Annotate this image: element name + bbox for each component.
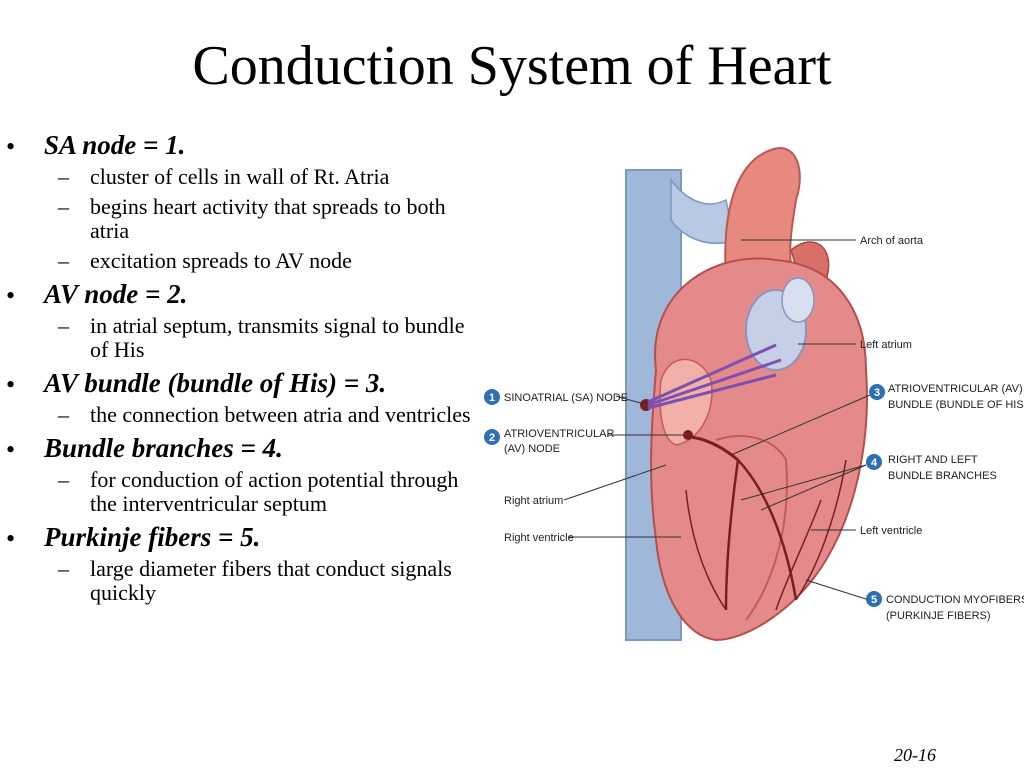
sub-list: –cluster of cells in wall of Rt. Atria –… bbox=[44, 165, 476, 273]
heart-diagram: 1 2 3 4 5 Arch of aorta Left atrium SINO… bbox=[476, 140, 1024, 660]
sub-item: –begins heart activity that spreads to b… bbox=[58, 194, 446, 243]
bullet-list: • SA node = 1. –cluster of cells in wall… bbox=[6, 130, 476, 611]
septum bbox=[715, 435, 788, 621]
bullet-dot: • bbox=[6, 370, 16, 399]
sub-text: begins heart activity that spreads to bo… bbox=[90, 194, 446, 243]
leader-branches-a bbox=[740, 464, 867, 501]
bullet-dot: • bbox=[6, 281, 16, 310]
heart-illustration: 1 2 3 4 5 Arch of aorta Left atrium SINO… bbox=[484, 147, 1024, 642]
purkinje-fibers bbox=[685, 459, 847, 611]
sub-item: –in atrial septum, transmits signal to b… bbox=[58, 313, 465, 362]
sub-item: –cluster of cells in wall of Rt. Atria bbox=[58, 164, 390, 189]
leader-av-bundle bbox=[730, 394, 871, 456]
bullet-dot: • bbox=[6, 435, 16, 464]
label-av-bundle-1: ATRIOVENTRICULAR (AV) bbox=[888, 383, 1023, 395]
bullet-item: • Purkinje fibers = 5. –large diameter f… bbox=[6, 522, 476, 605]
bullet-heading: AV bundle (bundle of His) = 3. bbox=[44, 368, 387, 398]
bullet-heading: Purkinje fibers = 5. bbox=[44, 522, 261, 552]
badge-1-number: 1 bbox=[489, 392, 495, 404]
sub-text: excitation spreads to AV node bbox=[90, 248, 352, 273]
sub-text: for conduction of action potential throu… bbox=[90, 467, 459, 516]
sub-text: in atrial septum, transmits signal to bu… bbox=[90, 313, 465, 362]
label-left-ventricle: Left ventricle bbox=[860, 525, 922, 537]
label-sa-node: SINOATRIAL (SA) NODE bbox=[504, 392, 628, 404]
label-av-node-1: ATRIOVENTRICULAR bbox=[504, 428, 614, 440]
sub-item: –large diameter fibers that conduct sign… bbox=[58, 556, 452, 605]
leader-purkinje bbox=[805, 579, 870, 601]
badge-3-number: 3 bbox=[874, 387, 880, 399]
bullet-heading: AV node = 2. bbox=[44, 279, 188, 309]
right-bundle-branch bbox=[724, 459, 740, 611]
badge-4-number: 4 bbox=[871, 457, 878, 469]
bullet-item: • Bundle branches = 4. –for conduction o… bbox=[6, 433, 476, 516]
label-av-node-2: (AV) NODE bbox=[504, 443, 560, 455]
badge-2-number: 2 bbox=[489, 432, 495, 444]
sa-signal-arrows bbox=[647, 343, 782, 410]
label-av-bundle-2: BUNDLE (BUNDLE OF HIS) bbox=[888, 399, 1024, 411]
page-number: 20-16 bbox=[894, 745, 936, 765]
leader-right-atrium bbox=[563, 464, 667, 501]
leader-branches-b bbox=[760, 464, 867, 511]
sub-item: –for conduction of action potential thro… bbox=[58, 467, 459, 516]
left-bundle-branch bbox=[737, 459, 798, 601]
badge-5 bbox=[866, 591, 882, 607]
bullet-heading: SA node = 1. bbox=[44, 130, 186, 160]
label-left-atrium: Left atrium bbox=[860, 339, 912, 351]
label-right-atrium: Right atrium bbox=[504, 495, 563, 507]
left-atrium-shape bbox=[781, 277, 815, 323]
bullet-item: • SA node = 1. –cluster of cells in wall… bbox=[6, 130, 476, 273]
label-branches-2: BUNDLE BRANCHES bbox=[888, 470, 997, 482]
badge-1 bbox=[484, 389, 500, 405]
bullet-item: • AV node = 2. –in atrial septum, transm… bbox=[6, 279, 476, 362]
heart-body bbox=[650, 257, 868, 642]
sub-text: cluster of cells in wall of Rt. Atria bbox=[90, 164, 390, 189]
sub-item: –excitation spreads to AV node bbox=[58, 248, 352, 273]
sub-list: –large diameter fibers that conduct sign… bbox=[44, 557, 476, 605]
bullet-heading: Bundle branches = 4. bbox=[44, 433, 283, 463]
label-purkinje-1: CONDUCTION MYOFIBERS bbox=[886, 594, 1024, 606]
sub-list: –in atrial septum, transmits signal to b… bbox=[44, 314, 476, 362]
sub-list: –the connection between atria and ventri… bbox=[44, 403, 476, 427]
leader-sa bbox=[615, 395, 645, 405]
label-right-ventricle: Right ventricle bbox=[504, 532, 574, 544]
badge-4 bbox=[866, 454, 882, 470]
label-arch: Arch of aorta bbox=[860, 235, 924, 247]
label-purkinje-2: (PURKINJE FIBERS) bbox=[886, 610, 991, 622]
aorta bbox=[724, 147, 801, 292]
sub-text: large diameter fibers that conduct signa… bbox=[90, 556, 452, 605]
sub-list: –for conduction of action potential thro… bbox=[44, 468, 476, 516]
bullet-item: • AV bundle (bundle of His) = 3. –the co… bbox=[6, 368, 476, 427]
sub-text: the connection between atria and ventric… bbox=[90, 402, 471, 427]
bullet-dot: • bbox=[6, 524, 16, 553]
bundle-of-his bbox=[690, 435, 739, 462]
badge-3 bbox=[869, 384, 885, 400]
bullet-dot: • bbox=[6, 132, 16, 161]
badge-5-number: 5 bbox=[871, 594, 877, 606]
sub-item: –the connection between atria and ventri… bbox=[58, 402, 471, 427]
slide-title: Conduction System of Heart bbox=[192, 35, 832, 97]
badge-2 bbox=[484, 429, 500, 445]
av-node bbox=[683, 430, 693, 440]
label-branches-1: RIGHT AND LEFT bbox=[888, 454, 978, 466]
